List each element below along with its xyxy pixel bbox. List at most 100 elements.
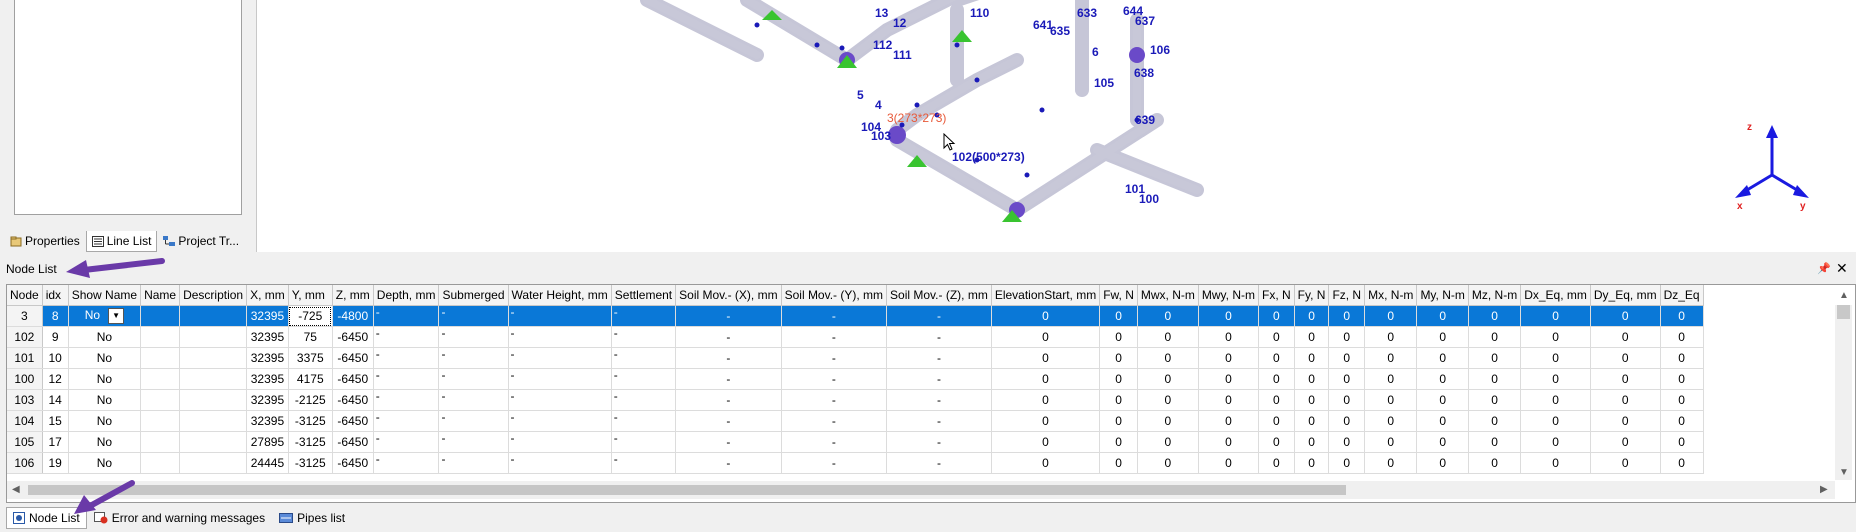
table-cell[interactable]: 0 [991,410,1101,432]
table-cell[interactable]: 0 [1416,410,1469,432]
table-cell[interactable]: 0 [1590,431,1661,453]
chevron-down-icon[interactable]: ▼ [108,308,125,324]
table-cell[interactable]: 0 [1590,305,1661,327]
table-cell[interactable]: 0 [1468,305,1522,327]
table-cell[interactable]: - [886,368,992,390]
horizontal-scroll-thumb[interactable] [28,485,1346,495]
table-cell[interactable]: 27895 [246,431,289,453]
vertical-scroll-thumb[interactable] [1837,305,1850,319]
scroll-down-arrow-icon[interactable]: ▼ [1839,467,1849,478]
table-cell[interactable]: 0 [1364,452,1418,474]
table-cell[interactable]: 0 [1099,452,1138,474]
table-cell[interactable]: 0 [1328,326,1366,348]
table-cell[interactable]: -6450 [332,347,374,369]
table-cell[interactable]: 0 [1198,347,1259,369]
table-cell[interactable]: 0 [1416,326,1469,348]
table-cell[interactable]: 0 [1099,305,1138,327]
column-header[interactable]: Fz, N [1328,285,1366,306]
table-cell[interactable] [140,431,181,453]
table-cell[interactable]: -4800 [332,305,374,327]
table-cell[interactable]: 19 [42,452,69,474]
table-cell[interactable]: 17 [42,431,69,453]
column-header[interactable]: My, N-m [1416,285,1469,306]
row-header-cell[interactable]: 3 [7,305,43,327]
table-cell[interactable]: 0 [1328,452,1366,474]
table-cell[interactable]: 0 [1660,431,1704,453]
table-cell[interactable]: - [781,305,888,327]
table-cell[interactable]: 0 [1520,305,1591,327]
table-cell[interactable]: - [611,431,677,453]
table-cell[interactable]: 0 [1364,431,1418,453]
table-cell[interactable]: 0 [1364,389,1418,411]
table-cell[interactable]: 0 [1099,410,1138,432]
table-cell[interactable]: -3125 [288,431,333,453]
column-header[interactable]: Mz, N-m [1468,285,1522,306]
table-cell[interactable]: - [675,368,782,390]
column-header[interactable]: idx [42,285,69,306]
table-cell[interactable]: - [675,347,782,369]
table-cell[interactable]: 0 [1364,305,1418,327]
table-cell[interactable]: No [68,389,142,411]
table-cell[interactable]: 24445 [246,452,289,474]
table-cell[interactable]: - [611,452,677,474]
table-cell[interactable]: 0 [1294,431,1330,453]
table-cell[interactable]: 32395 [246,326,289,348]
table-cell[interactable]: 0 [1364,347,1418,369]
table-cell[interactable]: - [886,410,992,432]
table-cell[interactable]: - [675,452,782,474]
row-header-cell[interactable]: 104 [7,410,43,432]
table-cell[interactable]: 0 [1590,452,1661,474]
table-cell[interactable]: - [373,305,440,327]
table-cell[interactable]: 0 [1660,305,1704,327]
table-cell[interactable]: -6450 [332,389,374,411]
tab-project-tree[interactable]: Project Tr... [157,230,245,252]
table-cell[interactable]: - [373,410,440,432]
table-cell[interactable]: - [438,452,509,474]
column-header[interactable]: Fx, N [1258,285,1295,306]
table-cell[interactable]: 0 [1660,326,1704,348]
column-header[interactable]: Fw, N [1099,285,1138,306]
table-cell[interactable]: 0 [1660,347,1704,369]
table-cell[interactable]: 0 [1137,368,1199,390]
table-cell[interactable]: 0 [1099,389,1138,411]
table-cell[interactable]: 0 [1258,326,1295,348]
model-3d-viewport[interactable]: 13 12 110 112 111 641 635 633 644 637 6 … [256,0,1856,252]
table-cell[interactable]: 0 [1520,368,1591,390]
table-cell[interactable]: - [438,347,509,369]
table-cell[interactable]: 0 [1416,305,1469,327]
table-cell[interactable]: 0 [1520,410,1591,432]
table-cell[interactable]: 0 [1198,431,1259,453]
table-cell[interactable]: 0 [1137,389,1199,411]
table-cell[interactable]: 15 [42,410,69,432]
column-header[interactable]: Node [7,285,43,306]
scroll-left-arrow-icon[interactable]: ◀ [12,484,20,495]
table-cell[interactable]: - [438,389,509,411]
table-cell[interactable]: 0 [1364,410,1418,432]
table-cell[interactable]: - [508,326,612,348]
table-cell[interactable]: No [68,326,142,348]
column-header[interactable]: Mx, N-m [1364,285,1418,306]
table-cell[interactable]: 0 [1520,326,1591,348]
column-header[interactable]: Submerged [438,285,509,306]
table-cell[interactable]: - [373,431,440,453]
table-cell[interactable]: - [886,347,992,369]
table-cell[interactable]: 0 [1590,410,1661,432]
table-cell[interactable]: -6450 [332,410,374,432]
table-cell[interactable]: No [68,452,142,474]
table-cell[interactable]: - [508,431,612,453]
column-header[interactable]: Dy_Eq, mm [1590,285,1661,306]
table-cell[interactable]: - [611,305,677,327]
table-cell[interactable]: No [68,368,142,390]
table-cell[interactable]: 32395 [246,305,289,327]
column-header[interactable]: Soil Mov.- (X), mm [675,285,782,306]
table-cell[interactable]: - [373,326,440,348]
table-cell[interactable] [179,389,248,411]
table-cell[interactable]: 0 [1416,368,1469,390]
table-cell[interactable]: 0 [1099,368,1138,390]
table-cell[interactable]: 0 [1520,452,1591,474]
table-cell[interactable]: 0 [1468,410,1522,432]
column-header[interactable]: Soil Mov.- (Y), mm [781,285,888,306]
column-header[interactable]: Mwy, N-m [1198,285,1259,306]
table-cell[interactable]: 0 [991,431,1101,453]
